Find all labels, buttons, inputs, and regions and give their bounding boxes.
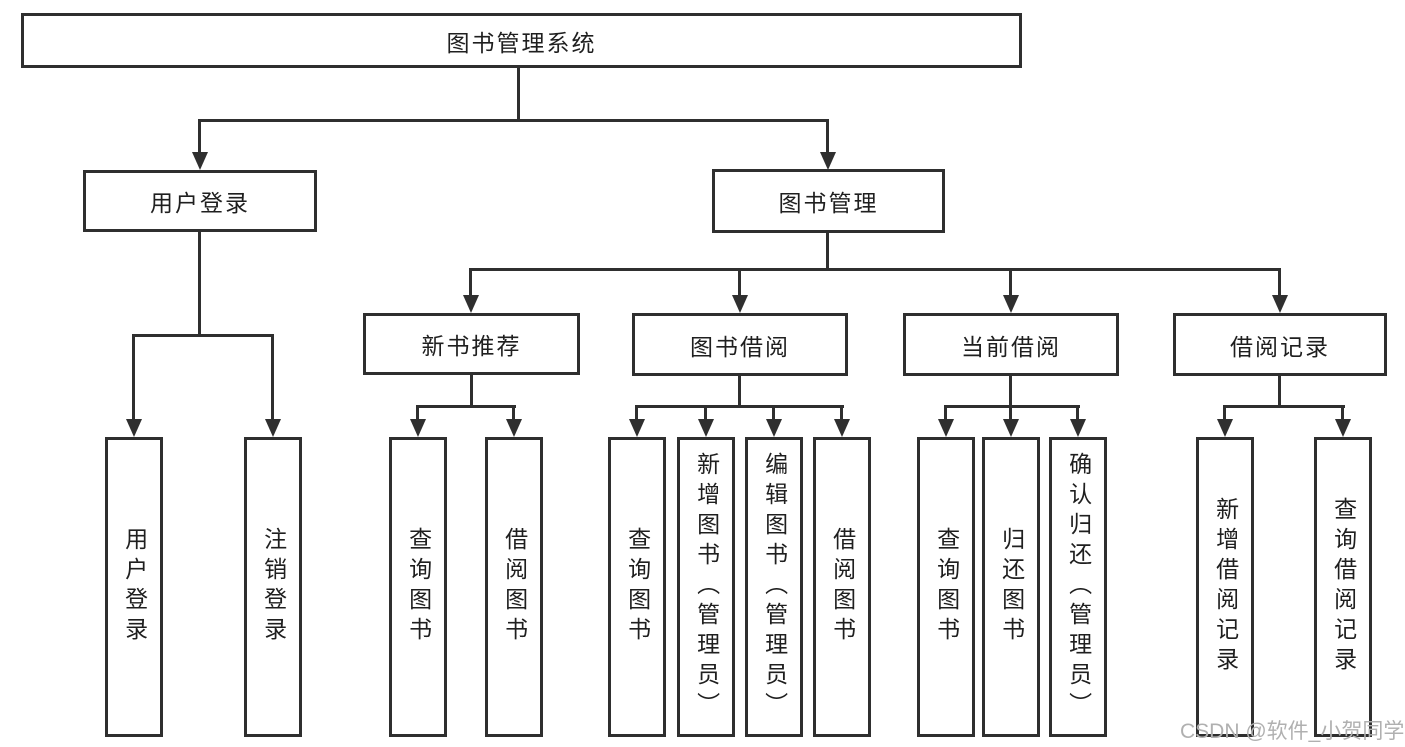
connector-drop-leaf [944,405,947,422]
leaf-label: 注销登录 [260,527,287,647]
leaf-borrow-books: 借阅图书 [485,437,543,737]
leaf-confirm-return-admin: 确认归还（管理员） [1049,437,1107,737]
connector-drop-leaf [512,405,515,422]
leaf-label: 查询图书 [933,527,960,647]
arrow-down-icon [834,419,850,437]
connector-user-login-bar [132,334,274,337]
connector-drop-leaf [1223,405,1226,422]
node-book-borrowing: 图书借阅 [632,313,848,376]
connector-current-borrow-bar [944,405,1080,408]
node-label: 当前借阅 [961,333,1061,360]
arrow-down-icon [126,419,142,437]
arrow-down-icon [1272,295,1288,313]
leaf-edit-books-admin: 编辑图书（管理员） [745,437,803,737]
arrow-down-icon [463,295,479,313]
arrow-down-icon [698,419,714,437]
connector-drop-leaf [704,405,707,422]
node-book-management: 图书管理 [712,169,945,233]
connector-drop-borrow-records [1278,268,1281,298]
node-label: 图书管理 [778,190,879,216]
arrow-down-icon [732,295,748,313]
leaf-label: 用户登录 [121,527,148,647]
connector-drop-new-book-rec [469,268,472,298]
leaf-label: 确认归还（管理员） [1065,452,1092,722]
arrow-down-icon [820,152,836,170]
node-label: 图书借阅 [690,333,790,360]
connector-new-book-rec-trunk [470,375,473,408]
node-current-borrowing: 当前借阅 [903,313,1119,376]
leaf-query-books: 查询图书 [608,437,666,737]
leaf-label: 查询借阅记录 [1330,497,1357,677]
leaf-query-books: 查询图书 [389,437,447,737]
arrow-down-icon [1003,295,1019,313]
leaf-return-books: 归还图书 [982,437,1040,737]
connector-level3-bar [469,268,1280,271]
connector-borrow-records-trunk [1278,376,1281,408]
connector-drop-leaf [1009,405,1012,422]
arrow-down-icon [265,419,281,437]
arrow-down-icon [938,419,954,437]
connector-book-borrow-bar [635,405,844,408]
leaf-label: 编辑图书（管理员） [761,452,788,722]
leaf-add-borrow-record: 新增借阅记录 [1196,437,1254,737]
arrow-down-icon [766,419,782,437]
arrow-down-icon [506,419,522,437]
leaf-label: 借阅图书 [501,527,528,647]
leaf-label: 新增借阅记录 [1212,497,1239,677]
leaf-borrow-books: 借阅图书 [813,437,871,737]
node-label: 图书管理系统 [446,29,597,56]
connector-drop-leaf [840,405,843,422]
node-book-management-system: 图书管理系统 [21,13,1022,68]
connector-drop-book-mgmt [826,119,829,155]
leaf-label: 归还图书 [998,527,1025,647]
node-label: 用户登录 [150,190,250,216]
leaf-query-borrow-record: 查询借阅记录 [1314,437,1372,737]
arrow-down-icon [1217,419,1233,437]
leaf-query-books: 查询图书 [917,437,975,737]
connector-drop-current-borrow [1009,268,1012,298]
connector-book-mgmt-trunk [826,233,829,270]
leaf-label: 新增图书（管理员） [693,452,720,722]
node-label: 借阅记录 [1230,333,1330,360]
connector-drop-user-login [198,119,201,155]
connector-drop-leaf [1341,405,1344,422]
leaf-label: 查询图书 [624,527,651,647]
connector-user-login-trunk [198,232,201,337]
node-user-login: 用户登录 [83,170,317,232]
connector-borrow-records-bar [1223,405,1345,408]
arrow-down-icon [410,419,426,437]
connector-drop-leaf-user-login [132,334,135,422]
arrow-down-icon [1003,419,1019,437]
arrow-down-icon [1335,419,1351,437]
arrow-down-icon [1070,419,1086,437]
connector-current-borrow-trunk [1009,376,1012,408]
connector-root-trunk [517,68,520,120]
connector-drop-leaf [1076,405,1079,422]
node-borrowing-records: 借阅记录 [1173,313,1387,376]
connector-drop-leaf [416,405,419,422]
connector-new-book-rec-bar [416,405,516,408]
arrow-down-icon [192,152,208,170]
connector-level2-bar [198,119,829,122]
csdn-watermark: CSDN @软件_小贺同学 [1180,720,1405,743]
connector-drop-leaf-logout [271,334,274,422]
connector-drop-leaf [772,405,775,422]
leaf-logout: 注销登录 [244,437,302,737]
connector-drop-book-borrow [738,268,741,298]
node-new-book-recommendation: 新书推荐 [363,313,580,375]
connector-drop-leaf [635,405,638,422]
node-label: 新书推荐 [421,333,522,359]
connector-book-borrow-trunk [738,376,741,408]
leaf-label: 查询图书 [405,527,432,647]
arrow-down-icon [629,419,645,437]
leaf-add-books-admin: 新增图书（管理员） [677,437,735,737]
leaf-label: 借阅图书 [829,527,856,647]
leaf-user-login: 用户登录 [105,437,163,737]
